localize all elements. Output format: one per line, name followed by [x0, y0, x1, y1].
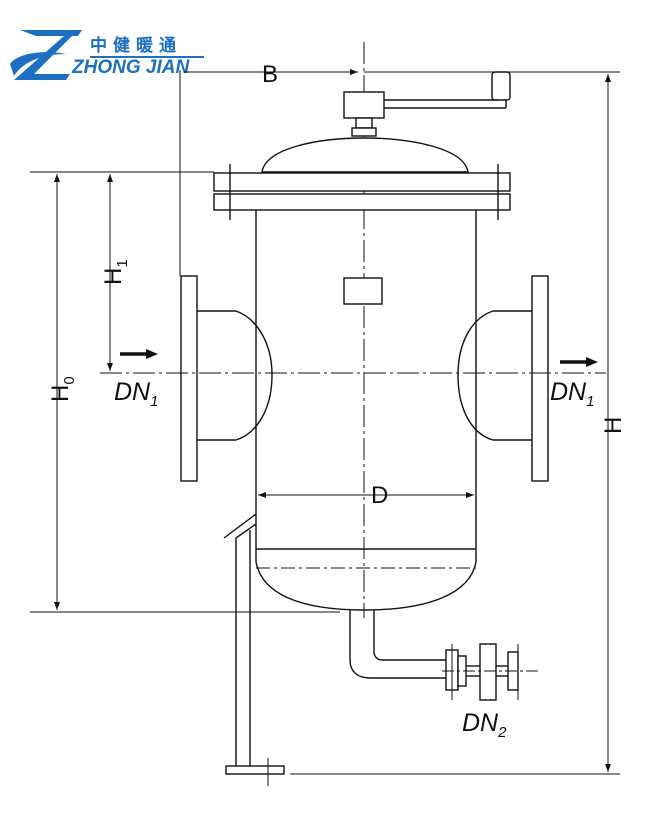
label-dn2: DN2 — [462, 709, 507, 741]
top-valve — [343, 71, 511, 137]
dome-cover — [261, 137, 469, 173]
outlet-nozzle — [457, 275, 549, 482]
label-h1: H1 — [100, 259, 131, 285]
second-flange — [213, 193, 511, 211]
label-dn1-outlet: DN1 — [550, 378, 594, 410]
top-flange — [213, 172, 511, 192]
logo-english-name: ZHONG JIAN — [72, 57, 190, 78]
logo-chinese-name: 中健暖通 — [90, 36, 182, 56]
flow-arrows — [120, 349, 598, 367]
label-h0: H0 — [47, 376, 78, 402]
drain-pipe — [349, 610, 540, 701]
label-h: H — [600, 417, 627, 434]
company-logo: 中健暖通 ZHONG JIAN — [8, 24, 208, 84]
bottom-head — [255, 561, 477, 611]
support-leg — [223, 513, 285, 786]
inlet-nozzle — [180, 275, 273, 482]
zj-swoosh-icon — [10, 30, 82, 80]
logo-rule — [90, 56, 204, 58]
label-b: B — [262, 61, 278, 88]
sight-box — [343, 277, 383, 305]
label-dn1-inlet: DN1 — [114, 378, 158, 410]
label-d: D — [371, 482, 388, 509]
